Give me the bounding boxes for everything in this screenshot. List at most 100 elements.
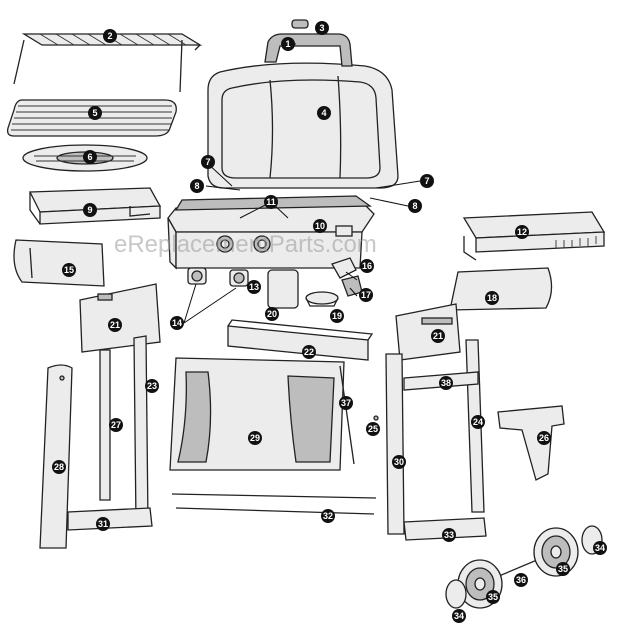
callout-label: 6 <box>87 152 92 162</box>
callout-14: 14 <box>170 316 184 330</box>
callout-7: 7 <box>201 155 215 169</box>
callout-label: 34 <box>454 611 464 621</box>
callout-label: 34 <box>595 543 605 553</box>
callout-label: 19 <box>332 311 342 321</box>
callout-24: 24 <box>471 415 485 429</box>
callout-33: 33 <box>442 528 456 542</box>
callout-label: 11 <box>266 197 276 207</box>
callout-29: 29 <box>248 431 262 445</box>
callout-12: 12 <box>515 225 529 239</box>
control-knobs <box>187 267 249 287</box>
callout-label: 27 <box>111 420 121 430</box>
bottom-rod <box>171 493 377 515</box>
watermark: eReplacementParts.com <box>114 231 377 258</box>
callout-label: 7 <box>205 157 210 167</box>
callout-label: 21 <box>110 320 120 330</box>
callout-label: 22 <box>304 347 314 357</box>
callout-label: 7 <box>424 176 429 186</box>
callout-9: 9 <box>83 203 97 217</box>
callout-label: 5 <box>92 108 97 118</box>
callout-label: 26 <box>539 433 549 443</box>
left-side-shelf <box>28 187 162 225</box>
callout-31: 31 <box>96 517 110 531</box>
warming-rack <box>13 33 203 93</box>
callout-35: 35 <box>556 562 570 576</box>
callout-label: 8 <box>412 201 417 211</box>
callout-6: 6 <box>83 150 97 164</box>
left-rear-leg <box>99 349 111 501</box>
callout-13: 13 <box>247 280 261 294</box>
callout-label: 14 <box>172 318 182 328</box>
wheel-assembly <box>445 525 603 609</box>
callout-1: 1 <box>281 37 295 51</box>
callout-label: 36 <box>516 575 526 585</box>
support-rods <box>339 365 379 465</box>
callout-28: 28 <box>52 460 66 474</box>
front-panel <box>169 357 345 471</box>
callout-label: 3 <box>319 23 324 33</box>
callout-30: 30 <box>392 455 406 469</box>
callout-label: 8 <box>194 181 199 191</box>
right-side-shelf <box>462 211 606 261</box>
callout-2: 2 <box>103 29 117 43</box>
callout-21: 21 <box>108 318 122 332</box>
callout-label: 17 <box>361 290 371 300</box>
callout-label: 9 <box>87 205 92 215</box>
callout-label: 1 <box>285 39 290 49</box>
callout-7: 7 <box>420 174 434 188</box>
callout-38: 38 <box>439 376 453 390</box>
callout-25: 25 <box>366 422 380 436</box>
grill-lid <box>207 19 399 189</box>
callout-label: 20 <box>267 309 277 319</box>
callout-label: 38 <box>441 378 451 388</box>
callout-8: 8 <box>190 179 204 193</box>
callout-32: 32 <box>321 509 335 523</box>
callout-10: 10 <box>313 219 327 233</box>
callout-36: 36 <box>514 573 528 587</box>
callout-5: 5 <box>88 106 102 120</box>
callout-20: 20 <box>265 307 279 321</box>
callout-label: 24 <box>473 417 483 427</box>
callout-label: 25 <box>368 424 378 434</box>
callout-8: 8 <box>408 199 422 213</box>
callout-label: 16 <box>362 261 372 271</box>
callout-label: 21 <box>433 331 443 341</box>
callout-label: 31 <box>98 519 108 529</box>
callout-22: 22 <box>302 345 316 359</box>
callout-label: 35 <box>558 564 568 574</box>
tank-hook <box>497 405 565 481</box>
callout-label: 28 <box>54 462 64 472</box>
igniter <box>331 257 363 297</box>
callout-label: 18 <box>487 293 497 303</box>
callout-label: 30 <box>394 457 404 467</box>
callout-label: 4 <box>321 108 326 118</box>
callout-26: 26 <box>537 431 551 445</box>
callout-3: 3 <box>315 21 329 35</box>
callout-19: 19 <box>330 309 344 323</box>
callout-37: 37 <box>339 396 353 410</box>
left-bottom-rail <box>67 507 153 531</box>
right-bottom-rail <box>403 517 487 541</box>
left-upper-panel <box>79 283 161 353</box>
callout-label: 23 <box>147 381 157 391</box>
right-upper-panel <box>395 303 461 361</box>
callout-18: 18 <box>485 291 499 305</box>
callout-23: 23 <box>145 379 159 393</box>
rear-crossbar <box>227 319 374 361</box>
callout-label: 13 <box>249 282 259 292</box>
callout-11: 11 <box>264 195 278 209</box>
callout-label: 2 <box>107 31 112 41</box>
callout-35: 35 <box>486 590 500 604</box>
callout-34: 34 <box>593 541 607 555</box>
callout-21: 21 <box>431 329 445 343</box>
left-shelf-support <box>13 239 105 287</box>
callout-label: 12 <box>517 227 527 237</box>
callout-label: 15 <box>64 265 74 275</box>
callout-label: 29 <box>250 433 260 443</box>
right-shelf-support <box>449 267 553 311</box>
callout-27: 27 <box>109 418 123 432</box>
callout-15: 15 <box>62 263 76 277</box>
right-front-leg <box>385 353 405 535</box>
